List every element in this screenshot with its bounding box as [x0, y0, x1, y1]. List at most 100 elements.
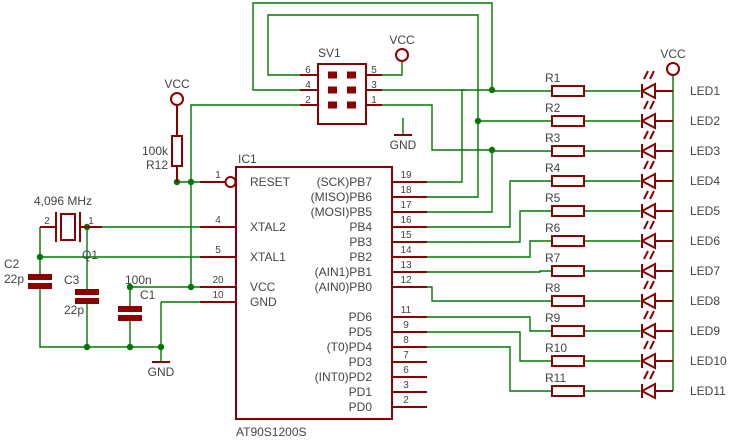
ic-value-label: AT90S1200S [236, 425, 307, 439]
resistor-r12 [171, 135, 183, 167]
sv-pin-number: 3 [371, 80, 377, 91]
header-pad [328, 101, 337, 109]
pin-number: 19 [400, 170, 412, 181]
pin-number: 10 [212, 290, 224, 301]
wire-resistor-row [427, 316, 552, 332]
pin-label: PB2 [349, 250, 372, 264]
pin-number: 11 [401, 305, 412, 316]
led-LED11 [639, 382, 656, 400]
pin-label: (INT0)PD2 [315, 370, 373, 384]
resistor-name-label: R8 [545, 281, 561, 295]
led-name-label: LED6 [690, 234, 720, 248]
led-light-arrow [643, 70, 649, 80]
capacitor-c3-plate [75, 298, 99, 304]
wire-gnd-bus [39, 288, 161, 348]
sv-pin-number: 5 [371, 65, 377, 76]
led-LED4 [639, 172, 656, 190]
pin-label: (AIN1)PB1 [315, 265, 373, 279]
resistor-name-label: R3 [545, 131, 561, 145]
led-light-arrow [643, 220, 649, 230]
led-LED8 [639, 292, 656, 310]
junction-dot [83, 343, 91, 351]
wire-mosi-header [382, 104, 492, 151]
c1-value-label: 100n [125, 273, 152, 287]
ic-body [235, 166, 393, 420]
pin-label: (MISO)PB6 [311, 190, 373, 204]
junction-dot [126, 343, 134, 351]
led-name-label: LED7 [690, 264, 720, 278]
c1-name-label: C1 [140, 288, 156, 302]
resistor-name-label: R6 [545, 221, 561, 235]
pin-label: PD0 [349, 400, 373, 414]
sv-pin-number: 2 [305, 95, 311, 106]
junction-dot [474, 117, 482, 125]
junction-dot [157, 343, 165, 351]
junction-dot [488, 86, 496, 94]
pin-label: PD6 [349, 310, 373, 324]
led-light-arrow [643, 250, 649, 260]
pin-number: 2 [403, 395, 409, 406]
resistor-R7 [551, 265, 585, 277]
pin-number: 3 [403, 380, 409, 391]
pin-number: 14 [400, 245, 412, 256]
pin-number: 9 [403, 320, 409, 331]
led-name-label: LED4 [690, 174, 720, 188]
capacitor-c3 [75, 289, 99, 295]
resistor-name-label: R4 [545, 161, 561, 175]
junction-dot [488, 146, 496, 154]
c2-value-label: 22p [4, 272, 24, 286]
pin-label: (T0)PD4 [327, 340, 373, 354]
wire-reset-header [190, 104, 300, 182]
pin-number: 12 [400, 275, 412, 286]
components [28, 48, 680, 420]
header-body [317, 63, 367, 125]
gnd-label: GND [148, 365, 175, 379]
led-light-arrow [649, 220, 655, 230]
resistor-name-label: R7 [545, 251, 561, 265]
pin-number: 20 [212, 275, 224, 286]
header-pad [347, 101, 356, 109]
led-LED6 [639, 232, 656, 250]
led-light-arrow [643, 100, 649, 110]
wire-resistor-row [427, 240, 552, 258]
vcc-label: VCC [660, 47, 686, 61]
resistor-R1 [551, 85, 585, 97]
gnd-label: GND [390, 138, 417, 152]
led-LED10 [639, 352, 656, 370]
r12-value-label: 100k [142, 144, 169, 158]
c3-name-label: C3 [64, 273, 80, 287]
header-pad [347, 86, 356, 94]
resistor-R9 [551, 325, 585, 337]
led-name-label: LED10 [690, 354, 727, 368]
sv-pin-number: 6 [305, 65, 311, 76]
led-light-arrow [643, 310, 649, 320]
wire-resistor-row [427, 346, 552, 392]
resistor-R5 [551, 205, 585, 217]
pin-label: PB3 [349, 235, 372, 249]
pin-number: 18 [400, 185, 412, 196]
pin-number: 16 [400, 215, 412, 226]
r12-name-label: R12 [146, 158, 168, 172]
pin-label: GND [250, 295, 277, 309]
ic-name-label: IC1 [238, 152, 257, 166]
led-light-arrow [643, 340, 649, 350]
led-name-label: LED3 [690, 144, 720, 158]
crystal-body [60, 213, 76, 241]
pin-label: (AIN0)PB0 [315, 280, 373, 294]
reset-inversion-bubble [224, 176, 237, 188]
wire-sck-loop [252, 2, 493, 91]
capacitor-c1 [118, 306, 142, 312]
pin-label: PD5 [349, 325, 373, 339]
wire-resistor-row [427, 286, 552, 302]
led-light-arrow [643, 130, 649, 140]
pin-label: VCC [250, 280, 276, 294]
wire-miso [267, 14, 479, 198]
led-light-arrow [649, 310, 655, 320]
header-pad [347, 71, 356, 79]
led-light-arrow [643, 190, 649, 200]
led-LED2 [639, 112, 656, 130]
led-LED1 [639, 82, 656, 100]
resistor-R6 [551, 235, 585, 247]
